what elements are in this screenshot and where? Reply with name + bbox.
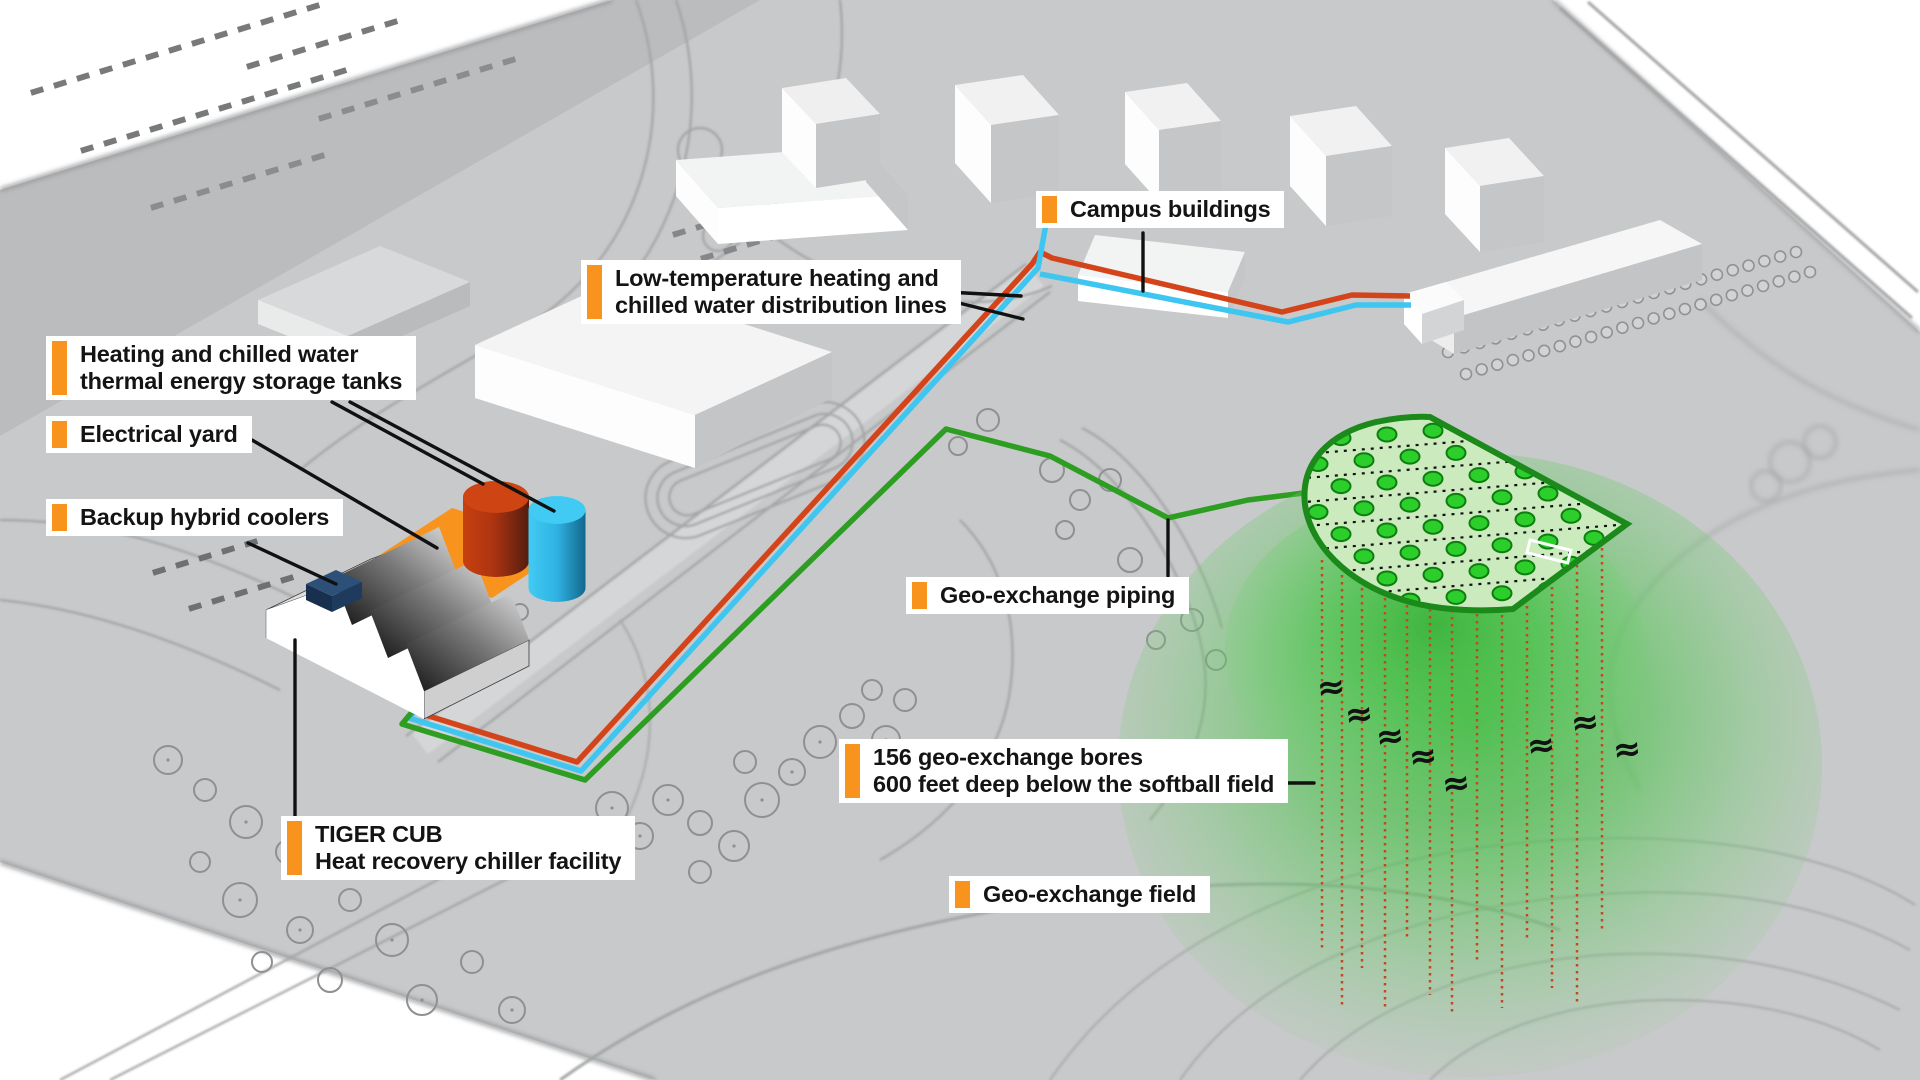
label-text: Campus buildings: [1070, 196, 1271, 222]
label-text: Geo-exchange piping: [940, 582, 1176, 608]
field-notch: [1525, 538, 1573, 565]
accent-bar: [1042, 196, 1057, 223]
bore-head-dot: [1491, 537, 1513, 554]
depth-break-symbol: ≈: [1374, 715, 1407, 758]
bore-lines: [1320, 548, 1604, 1015]
label-text: chilled water distribution lines: [615, 291, 947, 318]
label-text: Geo-exchange field: [983, 881, 1197, 907]
bore-head-dot: [1376, 570, 1398, 587]
cold-storage-tank: [528, 496, 586, 602]
bore-head-dot: [1560, 507, 1582, 524]
bore-head-dot: [1353, 548, 1375, 565]
east-building-end-house: [1404, 282, 1464, 314]
label-geo-field: Geo-exchange field: [949, 876, 1211, 913]
label-text: Heating and chilled water: [80, 341, 359, 367]
bore-head-dot: [1353, 452, 1375, 469]
bore-head-dot: [1399, 496, 1421, 513]
leader-backup-coolers: [246, 541, 338, 586]
bore-head-dot: [1376, 474, 1398, 491]
campus-buildings: [676, 75, 1702, 354]
depth-break-symbol: ≈: [1407, 735, 1440, 778]
label-geo-piping: Geo-exchange piping: [906, 577, 1190, 614]
label-text: Backup hybrid coolers: [80, 504, 330, 530]
bore-head-dot: [1514, 511, 1536, 528]
leader-tank-cold: [348, 400, 556, 513]
campus-tower: [1125, 83, 1221, 202]
depth-break-symbol: ≈: [1569, 701, 1602, 744]
bore-head-dot: [1468, 563, 1490, 580]
hot-storage-tank: [463, 481, 529, 577]
label-text: Electrical yard: [80, 421, 238, 447]
bore-head-dot: [1399, 448, 1421, 465]
leader-lines: [246, 231, 1316, 818]
plan-edge: [0, 0, 613, 192]
depth-break-symbols: ≈≈≈≈≈≈≈≈: [1315, 666, 1644, 805]
accent-bar: [287, 821, 302, 875]
accent-bar: [845, 744, 860, 798]
accent-bar: [52, 421, 67, 448]
label-text: Low-temperature heating and: [615, 265, 939, 291]
bore-head-dot: [1376, 426, 1398, 443]
geo-exchange-pipe: [399, 426, 1305, 783]
leader-electrical-yard: [250, 438, 439, 550]
campus-building-east: [1404, 220, 1702, 354]
label-text: Heat recovery chiller facility: [315, 847, 622, 874]
accent-bar: [955, 881, 970, 908]
campus-tower: [1290, 106, 1392, 226]
depth-break-symbol: ≈: [1440, 762, 1473, 805]
bore-head-dot: [1445, 540, 1467, 557]
bore-head-dot: [1330, 526, 1352, 543]
bore-head-dot: [1445, 588, 1467, 605]
bore-head-dot: [1445, 492, 1467, 509]
central-slab-building: [475, 282, 832, 468]
bore-head-dot: [1330, 478, 1352, 495]
bore-head-dot: [1491, 585, 1513, 602]
bore-head-dot: [1422, 566, 1444, 583]
accent-bar: [52, 504, 67, 531]
label-storage-tanks: Heating and chilled water thermal energy…: [46, 336, 417, 400]
accent-bar: [912, 582, 927, 609]
bore-head-dot: [1307, 503, 1329, 520]
label-electrical-yard: Electrical yard: [46, 416, 252, 453]
bore-head-dot: [1422, 470, 1444, 487]
label-text: 156 geo-exchange bores: [873, 744, 1143, 770]
label-campus-buildings: Campus buildings: [1036, 191, 1285, 228]
label-bores: 156 geo-exchange bores 600 feet deep bel…: [839, 739, 1289, 803]
campus-tower: [955, 75, 1059, 203]
label-tiger-cub: TIGER CUB Heat recovery chiller facility: [281, 816, 636, 880]
plan-shaded-band: [0, 0, 760, 436]
campus-tower: [782, 78, 880, 188]
bore-head-dot: [1353, 500, 1375, 517]
depth-break-symbol: ≈: [1525, 724, 1558, 767]
tree-symbols: [153, 408, 1227, 1024]
accent-bar: [52, 341, 67, 395]
depth-break-symbol: ≈: [1343, 693, 1376, 736]
label-text: TIGER CUB: [315, 821, 443, 847]
bore-head-dot: [1514, 559, 1536, 576]
bore-head-dot: [1491, 489, 1513, 506]
bore-head-dot: [1468, 515, 1490, 532]
bore-head-dot: [1422, 518, 1444, 535]
depth-break-symbol: ≈: [1611, 728, 1644, 771]
label-distribution-lines: Low-temperature heating and chilled wate…: [581, 260, 961, 324]
bore-head-dot: [1468, 467, 1490, 484]
bore-head-dot: [1376, 522, 1398, 539]
campus-tower: [1445, 138, 1544, 252]
label-backup-coolers: Backup hybrid coolers: [46, 499, 344, 536]
tiger-cub-facility: [258, 246, 832, 720]
leader-tank-hot: [330, 400, 485, 486]
bore-head-dot: [1537, 485, 1559, 502]
depth-break-symbol: ≈: [1315, 666, 1348, 709]
bore-head-dot: [1445, 444, 1467, 461]
accent-bar: [587, 265, 602, 319]
label-text: thermal energy storage tanks: [80, 367, 403, 394]
bore-head-dot: [1422, 422, 1444, 439]
bore-head-dot: [1399, 544, 1421, 561]
chiller-building: [265, 527, 530, 720]
label-text: 600 feet deep below the softball field: [873, 770, 1275, 797]
